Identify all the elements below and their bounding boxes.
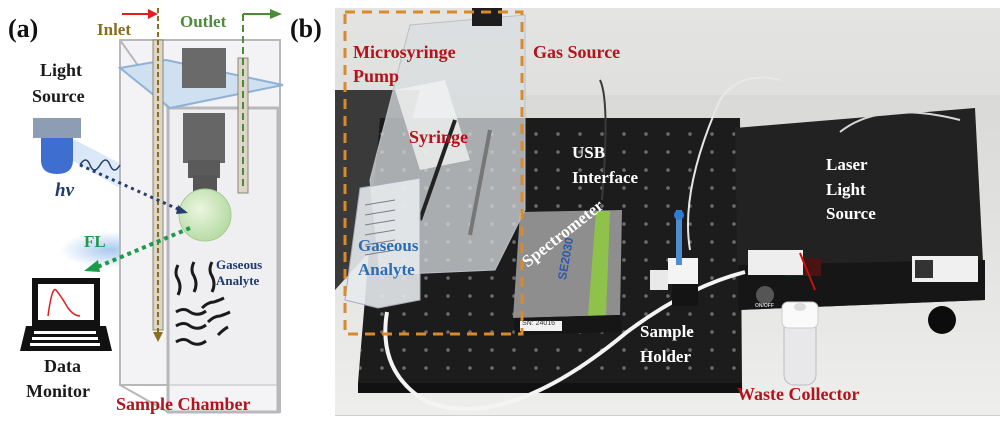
panel-a-tag: (a)	[8, 14, 39, 43]
label-sample: Sample	[640, 322, 694, 341]
label-gaseous-a-1: Gaseous	[216, 257, 263, 272]
laser-display	[785, 258, 821, 276]
serial-label: SN: 24016	[522, 320, 556, 327]
label-usb: USB	[572, 143, 606, 162]
label-gas-source: Gas Source	[533, 42, 621, 62]
panel-a-drawing	[20, 8, 284, 414]
label-monitor: Monitor	[26, 381, 90, 401]
label-microsyringe: Microsyringe	[353, 42, 456, 62]
label-data: Data	[44, 356, 81, 376]
label-light-source-1: Light	[40, 60, 83, 80]
data-monitor-icon	[20, 278, 112, 351]
inlet-arrow-icon	[148, 9, 158, 19]
hv-wave-icon	[79, 159, 121, 171]
label-gaseous-b-1: Gaseous	[358, 236, 419, 255]
sensor-ball	[178, 188, 232, 242]
label-inlet: Inlet	[97, 20, 131, 39]
label-holder: Holder	[640, 347, 691, 366]
label-pump: Pump	[353, 66, 400, 86]
blue-connector-icon	[674, 210, 684, 220]
light-source-icon	[41, 138, 73, 174]
laser-sticker	[748, 250, 803, 275]
laser-knob[interactable]	[928, 306, 956, 334]
label-light-source-2: Source	[32, 86, 85, 106]
label-gaseous-b-2: Analyte	[358, 260, 415, 279]
label-outlet: Outlet	[180, 12, 227, 31]
fl-arrow	[94, 226, 191, 270]
light-source-cap	[33, 118, 81, 138]
gas-squiggles-icon	[174, 261, 231, 346]
label-syringe: Syringe	[409, 127, 469, 147]
waste-vial	[783, 304, 817, 386]
laser-qr-label	[912, 256, 978, 282]
label-gaseous-a-2: Analyte	[216, 273, 260, 288]
label-interface: Interface	[572, 168, 639, 187]
label-hv: hv	[55, 180, 74, 201]
label-light: Light	[826, 180, 866, 199]
label-sample-chamber: Sample Chamber	[116, 394, 251, 414]
panel-b-tag: (b)	[290, 14, 322, 43]
on-off-label: ON/OFF	[755, 303, 774, 309]
probe-top	[182, 48, 226, 88]
label-waste-collector: Waste Collector	[737, 384, 860, 404]
outlet-arrow-icon	[270, 9, 282, 19]
label-source: Source	[826, 204, 876, 223]
on-off-switch[interactable]	[756, 286, 774, 304]
label-laser: Laser	[826, 155, 868, 174]
sample-holder	[668, 258, 698, 284]
label-fl: FL	[84, 232, 106, 251]
